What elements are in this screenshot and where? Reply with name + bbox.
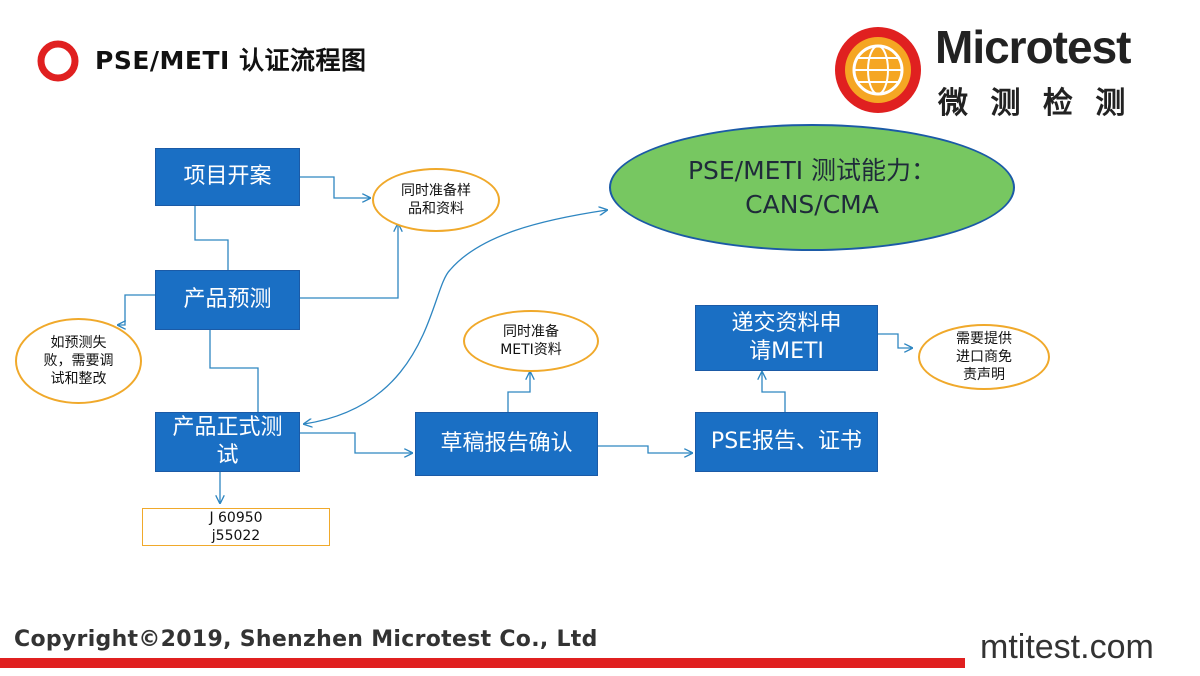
standard-j60950: J 60950: [209, 510, 263, 526]
footer-red-bar: [0, 658, 965, 668]
site-url: mtitest.com: [980, 628, 1154, 666]
copyright-text: Copyright©2019, Shenzhen Microtest Co., …: [14, 627, 598, 652]
prepare-samples-note: 同时准备样品和资料: [372, 168, 500, 232]
pre-test-box: 产品预测: [155, 270, 300, 330]
capability-ellipse: PSE/METI 测试能力： CANS/CMA: [609, 124, 1015, 251]
standard-j55022: j55022: [211, 528, 261, 544]
submit-meti-box: 递交资料申请METI: [695, 305, 878, 371]
microtest-logo: Microtest 微 测 检 测: [832, 21, 1162, 121]
draft-confirm-box: 草稿报告确认: [415, 412, 598, 476]
pse-report-box: PSE报告、证书: [695, 412, 878, 472]
logo-chinese: 微 测 检 测: [938, 86, 1132, 121]
globe-logo-icon: [835, 27, 921, 113]
prepare-meti-note: 同时准备METI资料: [463, 310, 599, 372]
fail-debug-note: 如预测失败，需要调试和整改: [15, 318, 142, 404]
capability-line-1: PSE/METI 测试能力：: [687, 155, 937, 185]
project-start-box: 项目开案: [155, 148, 300, 206]
page-title: PSE/METI 认证流程图: [95, 46, 367, 75]
logo-wordmark: Microtest: [935, 21, 1131, 73]
importer-statement-note: 需要提供进口商免责声明: [918, 324, 1050, 390]
title-bullet-icon: [35, 38, 81, 84]
formal-test-box: 产品正式测试: [155, 412, 300, 472]
capability-line-2: CANS/CMA: [745, 189, 879, 219]
standards-note: J 60950 j55022: [142, 508, 330, 546]
